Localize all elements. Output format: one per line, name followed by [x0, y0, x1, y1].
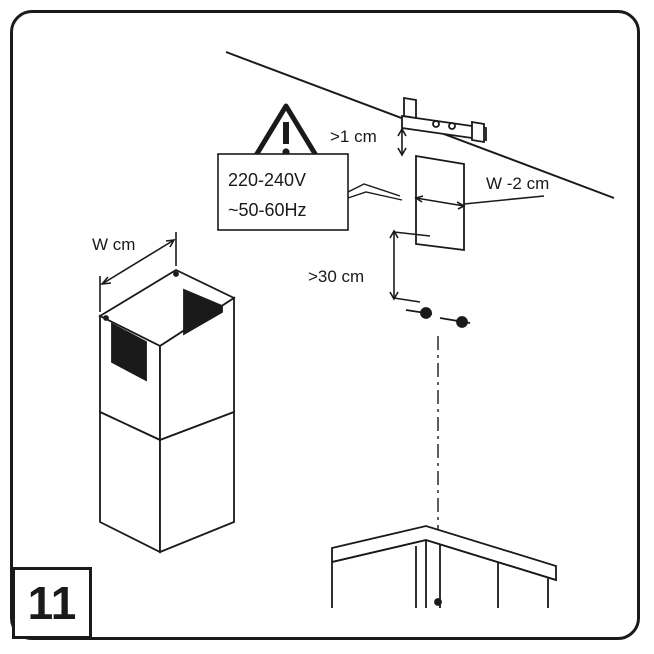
- gap-top-label: >1 cm: [330, 127, 377, 146]
- diagram-frame: [10, 10, 640, 640]
- width-minus-dimension: [414, 195, 545, 210]
- cabinet: [331, 525, 557, 608]
- wall-screws: [405, 307, 471, 328]
- voltage-label: 220-240V: [228, 170, 306, 190]
- step-number-box: 11: [12, 567, 92, 639]
- gap-bottom-label: >30 cm: [308, 267, 364, 286]
- chimney: [98, 268, 236, 554]
- gap-top-dimension: [397, 127, 407, 157]
- step-number: 11: [27, 577, 77, 629]
- gap-bottom-dimension: [389, 229, 431, 303]
- width-minus-label: W -2 cm: [486, 174, 549, 193]
- width-label: W cm: [92, 235, 135, 254]
- ceiling-bracket: [401, 96, 487, 144]
- frequency-label: ~50-60Hz: [228, 200, 307, 220]
- width-dimension: [99, 232, 177, 312]
- voltage-leader: [347, 183, 403, 201]
- mounting-template: [415, 154, 465, 252]
